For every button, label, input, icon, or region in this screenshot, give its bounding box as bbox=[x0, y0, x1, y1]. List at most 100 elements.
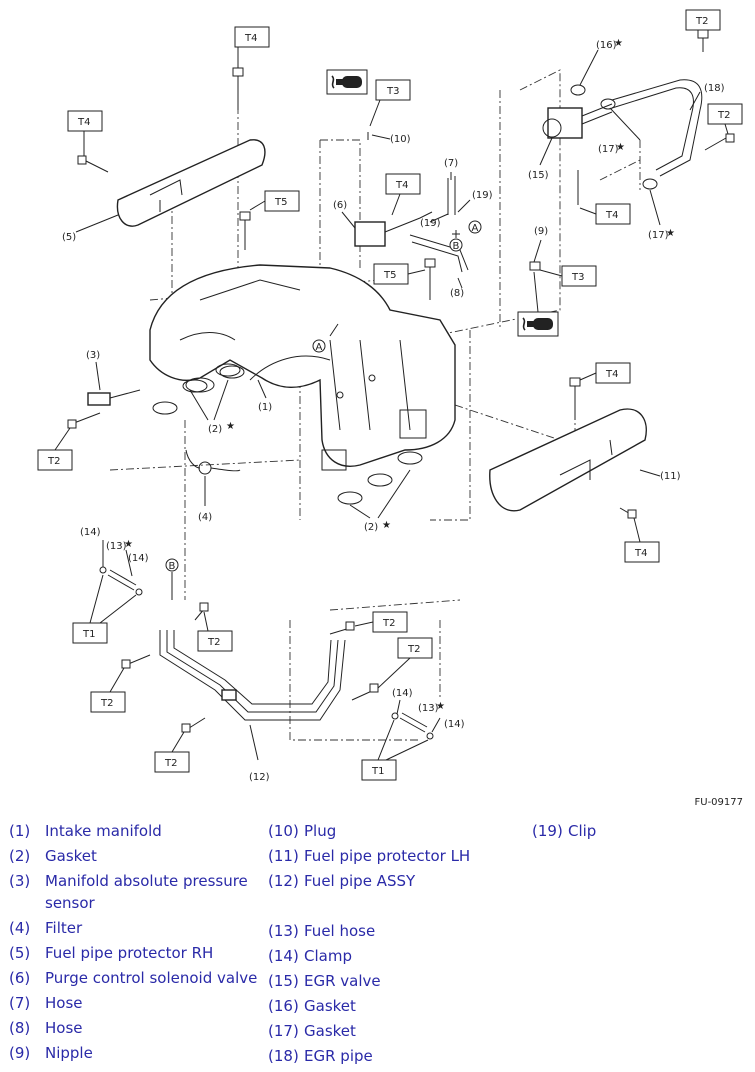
fuel-pipe-assembly-drawing bbox=[99, 566, 434, 740]
legend-num: (19) bbox=[532, 822, 563, 840]
torque-label: T2 bbox=[207, 637, 220, 648]
torque-label: T4 bbox=[634, 548, 647, 559]
star-mark: ★ bbox=[666, 228, 675, 239]
callout-5: (5) bbox=[62, 232, 76, 243]
legend-num: (5) bbox=[9, 944, 31, 962]
legend-spacer bbox=[268, 895, 519, 917]
callout-18: (18) bbox=[704, 83, 725, 94]
torque-label: T2 bbox=[100, 698, 113, 709]
legend-num: (17) bbox=[268, 1022, 299, 1040]
callout-11: (11) bbox=[660, 471, 681, 482]
legend-num: (4) bbox=[9, 919, 31, 937]
callout-17: (17) bbox=[648, 230, 669, 241]
callout-10: (10) bbox=[390, 134, 411, 145]
torque-label: T4 bbox=[77, 117, 90, 128]
ref-mark-a: A bbox=[472, 223, 479, 234]
legend-label: Purge control solenoid valve bbox=[45, 969, 258, 987]
callout-1: (1) bbox=[258, 402, 272, 413]
torque-label: T4 bbox=[244, 33, 257, 44]
callout-8: (8) bbox=[450, 288, 464, 299]
callout-19: (19) bbox=[472, 190, 493, 201]
sealant-icon bbox=[326, 69, 368, 95]
star-mark: ★ bbox=[616, 142, 625, 153]
callout-17: (17) bbox=[598, 144, 619, 155]
legend-item: (4) Filter bbox=[9, 917, 260, 939]
legend-item: (14)Clamp bbox=[268, 945, 519, 967]
legend-num: (8) bbox=[9, 1019, 31, 1037]
legend-column-3: (19) Clip bbox=[532, 820, 755, 845]
legend-item: (7)Hose bbox=[9, 992, 260, 1014]
torque-label: T3 bbox=[386, 86, 399, 97]
legend-item: (19) Clip bbox=[532, 820, 755, 842]
torque-label: T1 bbox=[371, 766, 384, 777]
egr-assembly-drawing bbox=[542, 79, 703, 205]
legend-num: (11) bbox=[268, 847, 299, 865]
callout-leader-lines bbox=[75, 49, 701, 761]
legend-item: (18) EGR pipe bbox=[268, 1045, 519, 1067]
legend-num: (14) bbox=[268, 947, 299, 965]
torque-label: T2 bbox=[717, 110, 730, 121]
ref-mark-b: B bbox=[453, 241, 460, 252]
legend-label: Intake manifold bbox=[45, 822, 162, 840]
sealant-icon bbox=[517, 311, 559, 337]
torque-label: T5 bbox=[274, 197, 287, 208]
legend-num: (6) bbox=[9, 969, 31, 987]
legend-label: EGR pipe bbox=[304, 1047, 373, 1065]
torque-labels: T4 T4 T5 T3 T4 T5 T3 T2 T2 T4 T4 T4 T2 T… bbox=[37, 9, 743, 781]
figure-code: FU-09177 bbox=[694, 797, 744, 808]
callout-4: (4) bbox=[198, 512, 212, 523]
callout-3: (3) bbox=[86, 350, 100, 361]
callout-14: (14) bbox=[444, 719, 465, 730]
torque-label: T1 bbox=[82, 629, 95, 640]
legend-num: (16) bbox=[268, 997, 299, 1015]
legend-item: (1) Intake manifold bbox=[9, 820, 260, 842]
legend-num: (18) bbox=[268, 1047, 299, 1065]
sealant-icons bbox=[326, 69, 559, 337]
map-sensor-and-filter-drawing bbox=[87, 389, 241, 475]
torque-label: T4 bbox=[605, 210, 618, 221]
legend-label: Fuel pipe ASSY bbox=[304, 872, 416, 890]
legend-num: (1) bbox=[9, 822, 31, 840]
legend-item: (15) EGR valve bbox=[268, 970, 519, 992]
legend-item: (11) Fuel pipe protector LH bbox=[268, 845, 519, 867]
callout-7: (7) bbox=[444, 158, 458, 169]
legend-label: Fuel pipe protector LH bbox=[304, 847, 471, 865]
legend-item: (6) Purge control solenoid valve bbox=[9, 967, 260, 989]
fuel-pipe-protector-rh-drawing bbox=[116, 139, 266, 227]
star-mark: ★ bbox=[436, 701, 445, 712]
callout-13: (13) bbox=[418, 703, 439, 714]
torque-label: T2 bbox=[47, 456, 60, 467]
legend-item: (10)Plug bbox=[268, 820, 519, 842]
star-mark: ★ bbox=[382, 520, 391, 531]
torque-label: T4 bbox=[395, 180, 408, 191]
legend-label: Manifold absolute pressure sensor bbox=[45, 872, 248, 912]
torque-label: T4 bbox=[605, 369, 618, 380]
legend-label: Clip bbox=[568, 822, 597, 840]
legend-label: Nipple bbox=[45, 1044, 93, 1062]
legend-label: Filter bbox=[45, 919, 83, 937]
legend-item: (5) Fuel pipe protector RH bbox=[9, 942, 260, 964]
callout-14: (14) bbox=[128, 553, 149, 564]
callout-2: (2) bbox=[364, 522, 378, 533]
legend-label: Fuel hose bbox=[304, 922, 376, 940]
legend-label: EGR valve bbox=[304, 972, 381, 990]
legend-num: (15) bbox=[268, 972, 299, 990]
legend-item: (13)Fuel hose bbox=[268, 920, 519, 942]
torque-label: T2 bbox=[164, 758, 177, 769]
legend-num: (2) bbox=[9, 847, 31, 865]
legend-label: Gasket bbox=[304, 1022, 356, 1040]
legend-column-2: (10)Plug (11)Fuel pipe protector LH (12)… bbox=[268, 820, 519, 1070]
callout-19: (19) bbox=[420, 218, 441, 229]
legend-label: Fuel pipe protector RH bbox=[45, 944, 214, 962]
callout-2: (2) bbox=[208, 424, 222, 435]
legend-num: (3) bbox=[9, 872, 31, 890]
legend-item: (9)Nipple bbox=[9, 1042, 260, 1064]
torque-label: T2 bbox=[695, 16, 708, 27]
legend-item: (2)Gasket bbox=[9, 845, 260, 867]
legend-item: (17) Gasket bbox=[268, 1020, 519, 1042]
legend-label: Plug bbox=[304, 822, 337, 840]
legend-item: (8)Hose bbox=[9, 1017, 260, 1039]
part-callouts: (1) (2) ★ (2) ★ (3) (4) (5) (6) (7) (8) … bbox=[62, 38, 725, 783]
legend-item: (16) Gasket bbox=[268, 995, 519, 1017]
legend-label: Gasket bbox=[304, 997, 356, 1015]
